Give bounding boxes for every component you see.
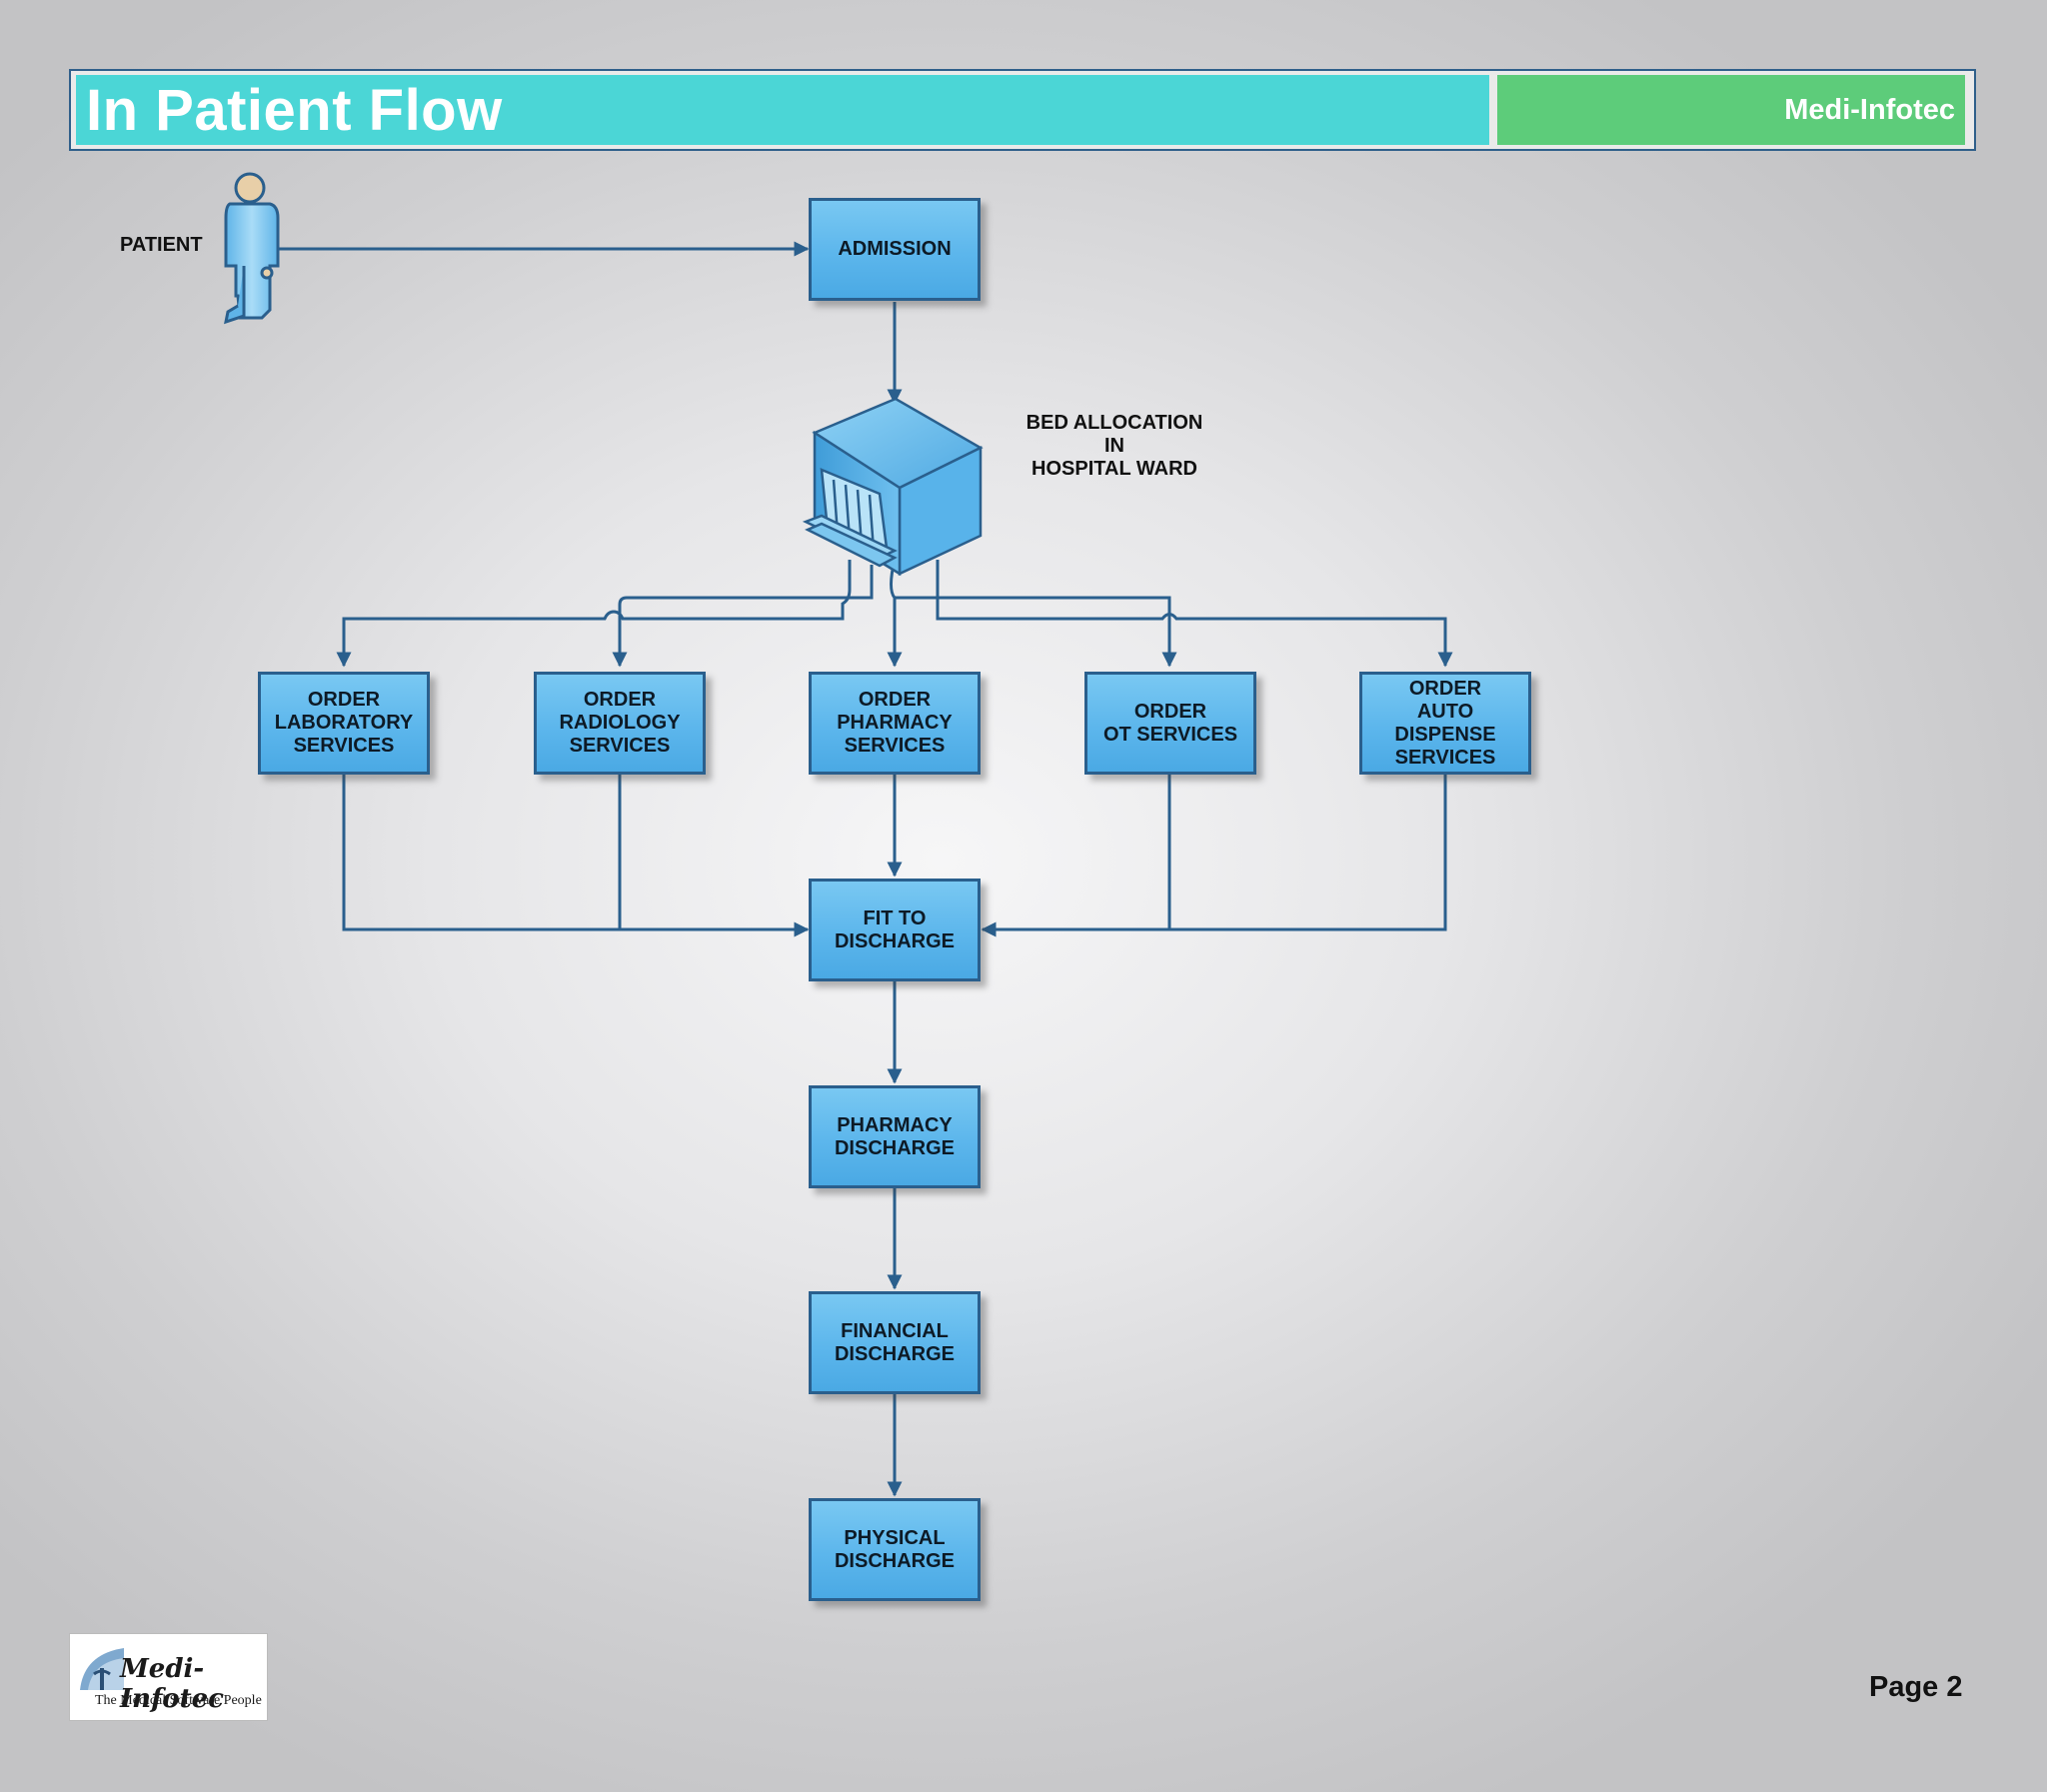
- patient-icon: [224, 172, 280, 325]
- header-title-bar: In Patient Flow: [76, 75, 1489, 145]
- node-order-laboratory[interactable]: ORDER LABORATORY SERVICES: [258, 672, 430, 775]
- logo-tagline: The Medical Software People: [95, 1693, 262, 1708]
- edge-auto-dispense-fit: [981, 775, 1447, 937]
- node-order-pharmacy[interactable]: ORDER PHARMACY SERVICES: [809, 672, 981, 775]
- node-financial-discharge[interactable]: FINANCIAL DISCHARGE: [809, 1291, 981, 1394]
- page-title: In Patient Flow: [86, 77, 503, 143]
- edge-ward-radiology: [612, 565, 874, 668]
- patient-label: PATIENT: [120, 234, 203, 256]
- edge-ward-pharmacy: [887, 559, 903, 668]
- node-fit-to-discharge[interactable]: FIT TO DISCHARGE: [809, 879, 981, 981]
- header-brand-bar: Medi-Infotec: [1497, 75, 1965, 145]
- company-logo: Medi- Infotec The Medical Software Peopl…: [69, 1633, 268, 1721]
- page-number: Page 2: [1869, 1671, 1963, 1703]
- edge-lab-fit: [342, 775, 810, 937]
- edge-ward-ot: [895, 596, 1177, 668]
- node-order-auto-dispense[interactable]: ORDER AUTO DISPENSE SERVICES: [1359, 672, 1531, 775]
- hospital-building-icon: [802, 397, 984, 577]
- node-order-ot[interactable]: ORDER OT SERVICES: [1084, 672, 1256, 775]
- node-admission[interactable]: ADMISSION: [809, 198, 981, 301]
- node-order-radiology[interactable]: ORDER RADIOLOGY SERVICES: [534, 672, 706, 775]
- node-pharmacy-discharge[interactable]: PHARMACY DISCHARGE: [809, 1085, 981, 1188]
- brand-name: Medi-Infotec: [1784, 93, 1955, 126]
- bed-allocation-label: BED ALLOCATION IN HOSPITAL WARD: [1025, 412, 1203, 480]
- edge-ward-auto-dispense: [936, 560, 1453, 668]
- edge-ward-lab: [336, 560, 852, 668]
- logo-emblem-icon: [80, 1648, 124, 1690]
- logo-wordmark: Medi- Infotec: [120, 1654, 224, 1714]
- node-physical-discharge[interactable]: PHYSICAL DISCHARGE: [809, 1498, 981, 1601]
